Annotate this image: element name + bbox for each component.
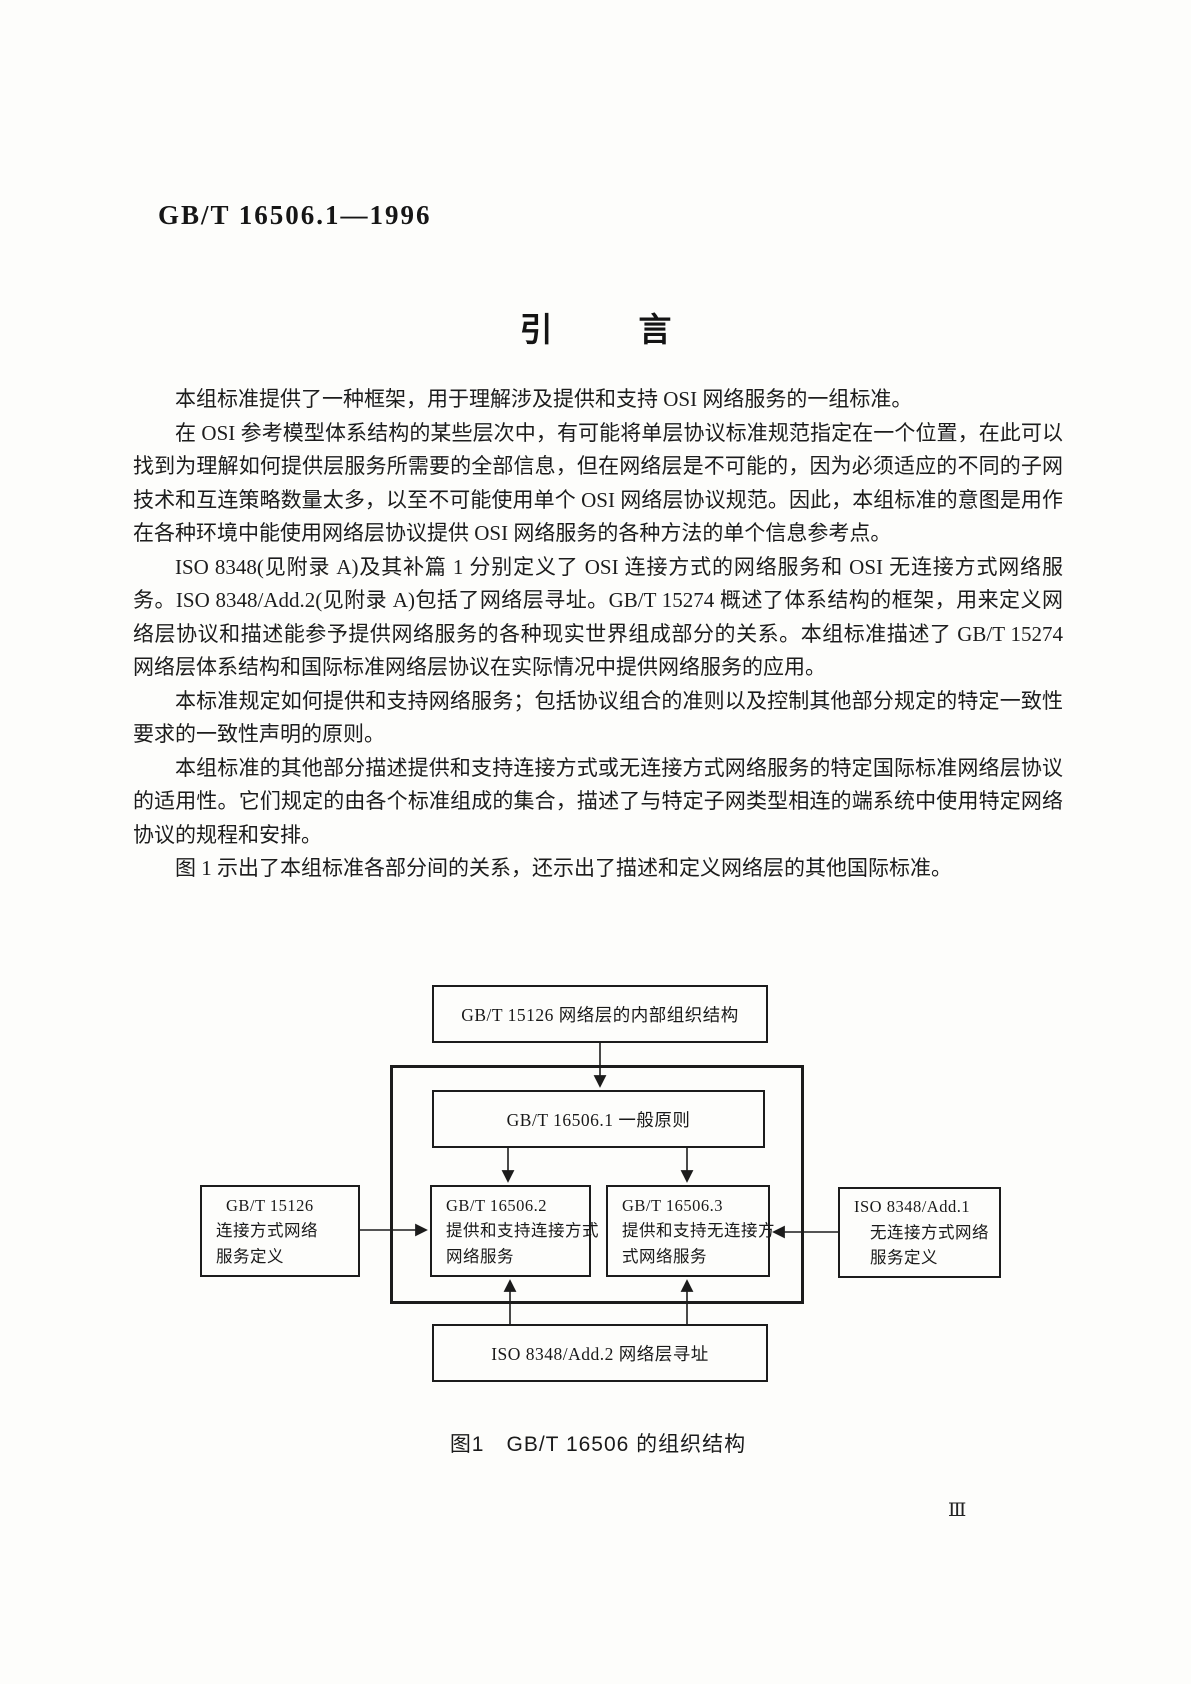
box-line: 无连接方式网络 bbox=[870, 1222, 989, 1242]
intro-paragraph-3: ISO 8348(见附录 A)及其补篇 1 分别定义了 OSI 连接方式的网络服… bbox=[133, 554, 1063, 680]
box-line: 提供和支持连接方式 bbox=[446, 1221, 599, 1241]
page-title: 引言 bbox=[519, 313, 758, 349]
intro-paragraph-2: 在 OSI 参考模型体系结构的某些层次中，有可能将单层协议标准规范指定在一个位置… bbox=[133, 420, 1063, 546]
diagram-box-iso8348-add1-cl-service-definition: ISO 8348/Add.1 无连接方式网络 服务定义 bbox=[838, 1187, 1001, 1278]
intro-paragraph-6: 图 1 示出了本组标准各部分间的关系，还示出了描述和定义网络层的其他国际标准。 bbox=[175, 856, 952, 880]
box-line: 服务定义 bbox=[216, 1246, 284, 1266]
diagram-box-gbt15126-co-service-definition: GB/T 15126 连接方式网络 服务定义 bbox=[200, 1185, 360, 1277]
diagram-box-iso8348-add2-addressing: ISO 8348/Add.2 网络层寻址 bbox=[432, 1324, 768, 1382]
diagram-box-gbt16506-2: GB/T 16506.2 提供和支持连接方式 网络服务 bbox=[430, 1185, 599, 1277]
box-line: GB/T 15126 bbox=[226, 1195, 314, 1215]
diagram-group-frame bbox=[390, 1065, 804, 1304]
diagram-box-gbt15126-internal-structure: GB/T 15126 网络层的内部组织结构 bbox=[432, 985, 768, 1043]
box-line: 式网络服务 bbox=[622, 1246, 707, 1266]
diagram-box-gbt16506-1-general-principles: GB/T 16506.1 一般原则 bbox=[432, 1090, 765, 1148]
figure-caption: 图1 GB/T 16506 的组织结构 bbox=[449, 1433, 747, 1456]
box-line: GB/T 16506.3 bbox=[622, 1195, 724, 1215]
standard-number: GB/T 16506.1—1996 bbox=[158, 200, 432, 230]
diagram-box-gbt16506-3: GB/T 16506.3 提供和支持无连接方 式网络服务 bbox=[606, 1185, 775, 1277]
box-line: 服务定义 bbox=[870, 1248, 938, 1268]
box-line: 网络服务 bbox=[446, 1246, 514, 1266]
box-line: 连接方式网络 bbox=[216, 1221, 318, 1241]
intro-paragraph-1: 本组标准提供了一种框架，用于理解涉及提供和支持 OSI 网络服务的一组标准。 bbox=[175, 387, 913, 411]
box-line: 提供和支持无连接方 bbox=[622, 1221, 775, 1241]
intro-paragraph-5: 本组标准的其他部分描述提供和支持连接方式或无连接方式网络服务的特定国际标准网络层… bbox=[133, 755, 1063, 847]
box-line: GB/T 16506.2 bbox=[446, 1195, 548, 1215]
intro-paragraph-4: 本标准规定如何提供和支持网络服务；包括协议组合的准则以及控制其他部分规定的特定一… bbox=[133, 688, 1063, 747]
intro-body: 本组标准提供了一种框架，用于理解涉及提供和支持 OSI 网络服务的一组标准。 在… bbox=[133, 383, 1063, 886]
page-number: Ⅲ bbox=[948, 1500, 967, 1521]
box-line: ISO 8348/Add.1 bbox=[854, 1197, 971, 1217]
